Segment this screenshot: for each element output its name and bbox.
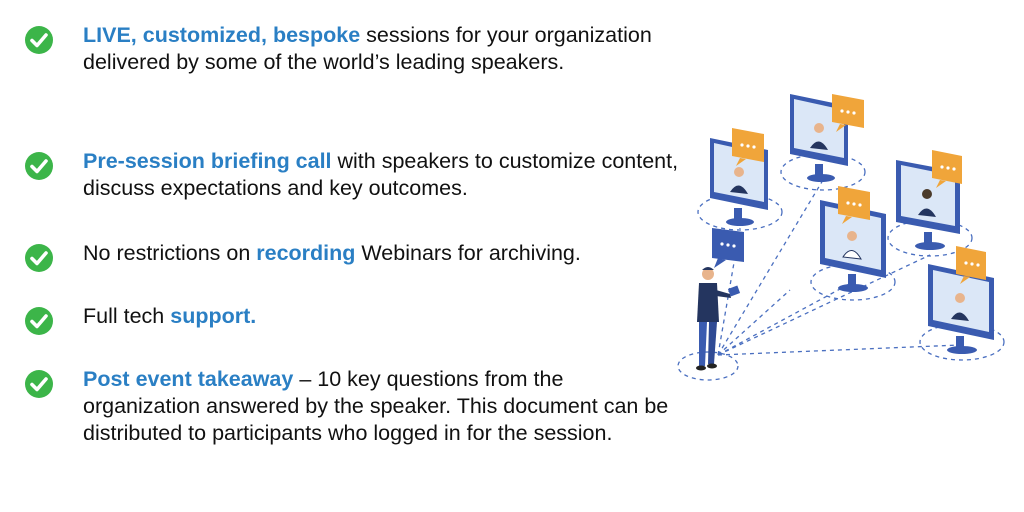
presenter-figure bbox=[696, 228, 744, 371]
bullet-text: Post event takeaway – 10 key questions f… bbox=[83, 366, 683, 447]
bullet-body: with speakers to customize content, disc… bbox=[83, 149, 679, 200]
bullet-text: Pre-session briefing call with speakers … bbox=[83, 148, 683, 202]
check-circle-icon bbox=[25, 152, 53, 180]
bullet-highlight: Post event takeaway bbox=[83, 367, 294, 391]
bullet-body: Webinars for archiving. bbox=[355, 241, 581, 265]
bullet-highlight: Pre-session briefing call bbox=[83, 149, 332, 173]
check-circle-icon bbox=[25, 244, 53, 272]
bullet-pre: No restrictions on bbox=[83, 241, 257, 265]
chat-bubble-icon bbox=[956, 246, 986, 284]
bullet-body: – 10 key questions from the organization… bbox=[83, 367, 669, 445]
bullet-text: Full tech support. bbox=[83, 303, 683, 330]
check-circle-icon bbox=[25, 26, 53, 54]
bullet-briefing-call: Pre-session briefing call with speakers … bbox=[24, 148, 683, 202]
bullet-text: No restrictions on recording Webinars fo… bbox=[83, 240, 683, 267]
bullet-body: sessions for your organization delivered… bbox=[83, 23, 652, 74]
bullet-live-sessions: LIVE, customized, bespoke sessions for y… bbox=[24, 22, 683, 76]
chat-bubble-icon bbox=[732, 128, 764, 166]
monitor-icon bbox=[928, 264, 994, 354]
webinar-network-illustration bbox=[677, 94, 1005, 381]
chat-bubble-icon bbox=[932, 150, 962, 188]
bullet-tech-support: Full tech support. bbox=[24, 303, 683, 336]
chat-bubble-icon bbox=[838, 186, 870, 224]
check-circle-icon bbox=[25, 307, 53, 335]
bullet-pre: Full tech bbox=[83, 304, 171, 328]
bullet-highlight: LIVE, customized, bespoke bbox=[83, 23, 361, 47]
bullet-text: LIVE, customized, bespoke sessions for y… bbox=[83, 22, 683, 76]
chat-bubble-icon bbox=[832, 94, 864, 132]
bullet-post-event: Post event takeaway – 10 key questions f… bbox=[24, 366, 683, 447]
bullet-recording: No restrictions on recording Webinars fo… bbox=[24, 240, 683, 273]
bullet-highlight: recording bbox=[256, 241, 356, 265]
bullet-highlight: support. bbox=[170, 304, 257, 328]
check-circle-icon bbox=[25, 370, 53, 398]
